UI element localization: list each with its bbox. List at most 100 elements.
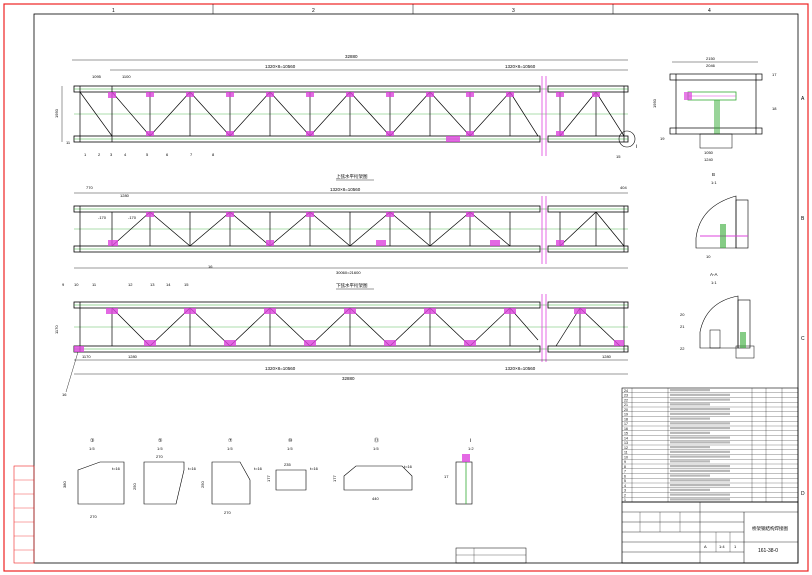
gusset-label: ⑬ (374, 437, 379, 444)
grid-side-C: C (801, 336, 805, 342)
gusset-width: 270 (90, 514, 97, 519)
elevation-truss: 32880 1320×8=10560 1320×8=10560 1095 110… (54, 54, 637, 159)
title-scale-a: A (704, 544, 707, 549)
gusset-label: ③ (90, 438, 95, 444)
top-plan-tag: 14 (166, 282, 171, 287)
bom-row-text-placeholder (670, 398, 730, 401)
top-plan-dim-left: 770 (86, 185, 93, 190)
title-sheet: 1 (734, 544, 737, 549)
inner-border (33, 13, 799, 564)
gusset-thickness: t=16 (188, 466, 197, 471)
bom-row-number: 3 (624, 489, 626, 493)
gusset-plate-4: ⑩ 1:5 235 177 t=16 (266, 438, 319, 491)
section-height-dim: 1950 (652, 98, 657, 108)
detail-a-tag: 22 (680, 346, 685, 351)
bom-row-number: 10 (624, 455, 628, 459)
bom-row-number: 11 (624, 451, 628, 455)
bom-row-number: 17 (624, 422, 628, 426)
elevation-left-dim: 1095 (92, 74, 102, 79)
bom-row-text-placeholder (670, 422, 730, 425)
top-plan-tag: 16 (208, 264, 213, 269)
top-plan-tag: 12 (128, 282, 133, 287)
top-plan-tag: 10 (74, 282, 79, 287)
small-detail-tag: 17 (444, 474, 449, 479)
top-plan-truss: 上弦水平桁架图 770 1280 1320×8=10560 404 (73, 173, 629, 275)
bottom-plan-title: 下弦水平桁架图 (336, 282, 368, 289)
gusset-plate-1: ③ 1:5 270 380 t=16 (62, 438, 125, 519)
elevation-tag-left: 11 (66, 140, 71, 145)
section-bottom-dim2: 1240 (704, 157, 714, 162)
top-plan-tag: 15 (184, 282, 189, 287)
bottom-plan-dim-3: 1320×8=10560 (505, 366, 536, 371)
part-number: 6 (166, 152, 169, 157)
gusset-label: ⑩ (288, 438, 293, 444)
detail-b-tag: 10 (706, 254, 711, 259)
top-plan-dim-4: 30060=21600 (336, 270, 361, 275)
bom-row-text-placeholder (670, 408, 730, 411)
gusset-label: ⑤ (158, 438, 163, 444)
section-tag: 19 (660, 136, 665, 141)
bom-row-number: 7 (624, 470, 626, 474)
elevation-overall-dim: 32880 (345, 54, 358, 59)
gusset-height: 250 (132, 483, 137, 490)
bom-row-text-placeholder (670, 441, 730, 444)
bom-row-number: 16 (624, 427, 628, 431)
title-scale-b: 1:4 (719, 544, 725, 549)
elevation-tag-right: 15 (616, 154, 621, 159)
drawing-title: 桥架钢结构焊接图 (752, 525, 788, 532)
gusset-height: 177 (266, 475, 271, 482)
gusset-scale: 1:5 (157, 446, 163, 451)
bom-row-number: 1 (624, 498, 626, 502)
left-revision-block (13, 465, 35, 564)
grid-top-1: 1 (112, 8, 115, 14)
bom-row-number: 14 (624, 436, 628, 440)
gusset-height: 177 (332, 475, 337, 482)
section-width-dim: 2150 (706, 56, 716, 61)
bom-row-text-placeholder (670, 436, 730, 439)
gusset-plate-3: ⑦ 1:5 270 250 t=16 (200, 438, 263, 515)
grid-top-3: 3 (512, 8, 515, 14)
bom-row-text-placeholder (670, 465, 730, 468)
detail-a-tag: 21 (680, 324, 685, 329)
gusset-scale: 1:5 (373, 446, 379, 451)
elevation-part-numbers: 1 2 3 4 5 6 7 8 (84, 152, 215, 157)
elevation-detail-tag: Ⅰ (636, 144, 637, 150)
top-plan-title: 上弦水平桁架图 (336, 173, 368, 180)
bom-row-number: 19 (624, 413, 628, 417)
elevation-height-dim: 1950 (54, 108, 59, 118)
grid-side-A: A (801, 96, 805, 102)
detail-a-tag: 20 (680, 312, 685, 317)
bom-row-number: 12 (624, 446, 628, 450)
outer-border (3, 3, 809, 572)
bottom-plan-truss: 下弦水平桁架图 1170 (54, 282, 629, 397)
bom-row-number: 22 (624, 398, 628, 402)
bom-row-number: 13 (624, 441, 628, 445)
top-plan-label-a: -170 (98, 215, 107, 220)
part-number: 1 (84, 152, 87, 157)
bottom-plan-dim-1: 1280 (128, 354, 138, 359)
elevation-seg-dim-right: 1320×8=10560 (505, 64, 536, 69)
section-view: 2150 2046 1050 1240 1950 17 18 19 (652, 56, 777, 162)
top-plan-dim-2: 1320×8=10560 (330, 187, 361, 192)
gusset-width: 270 (156, 454, 163, 459)
detail-b-scale: 1:1 (711, 180, 717, 185)
section-width-dim2: 2046 (706, 63, 716, 68)
title-block: 桥架钢结构焊接图 161-38-0 A 1:4 1 (621, 501, 799, 564)
gusset-label: ⑦ (228, 438, 233, 444)
gusset-plate-2: ⑤ 1:5 270 250 t=16 (132, 438, 197, 505)
gusset-scale: 1:5 (227, 446, 233, 451)
bom-row-text-placeholder (670, 393, 730, 396)
detail-b: B 1:1 10 A-A 1:1 20 21 22 (680, 172, 755, 359)
detail-a-scale: 1:1 (711, 280, 717, 285)
gusset-scale: 1:5 (287, 446, 293, 451)
gusset-thickness: t=16 (112, 466, 121, 471)
small-detail: Ⅰ 1:2 17 (444, 438, 474, 505)
grid-top-2: 2 (312, 8, 315, 14)
bom-row-text-placeholder (670, 488, 710, 491)
bom-row-text-placeholder (670, 460, 710, 463)
bom-row-number: 6 (624, 474, 626, 478)
part-number: 4 (124, 152, 127, 157)
top-plan-dim-1: 1280 (120, 193, 130, 198)
